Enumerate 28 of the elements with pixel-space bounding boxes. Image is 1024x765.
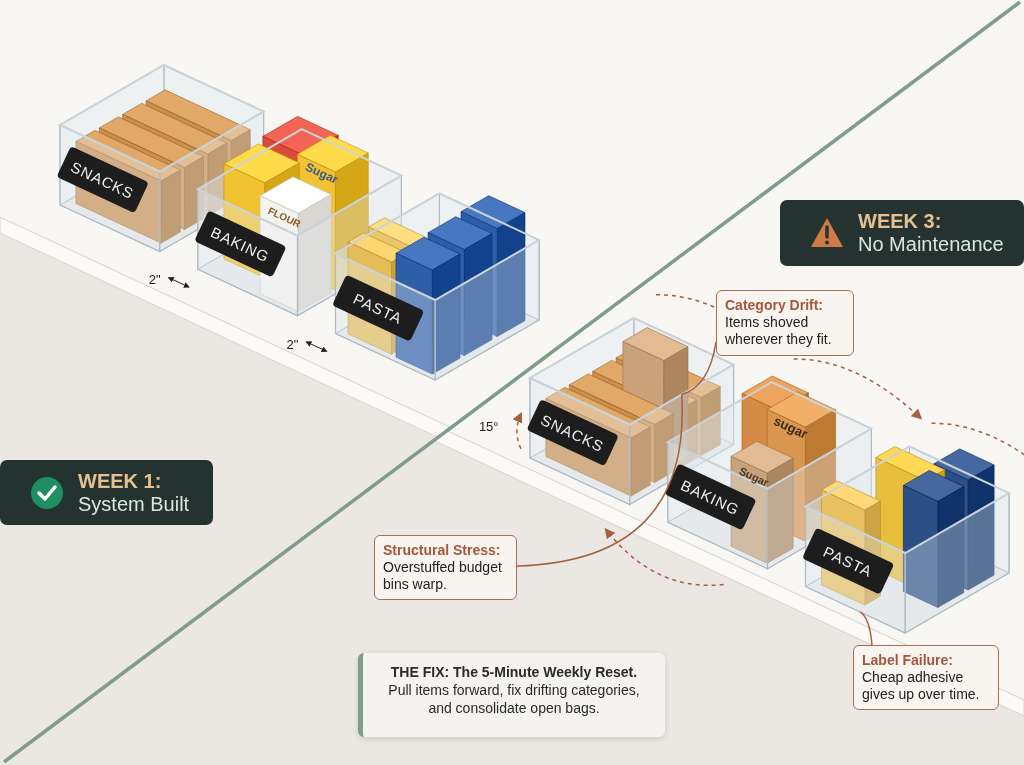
callout-text: Cheap adhesive gives up over time. — [862, 669, 981, 703]
badge-title: WEEK 3: — [858, 210, 943, 233]
package-label: Sugar — [303, 159, 341, 187]
callout-title: Structural Stress: — [383, 542, 502, 559]
tip-title: THE FIX: The 5-Minute Weekly Reset. — [389, 663, 639, 681]
leader-line — [680, 341, 717, 396]
angle-label: 15° — [478, 418, 499, 434]
callout-box — [716, 290, 854, 356]
callout-text: Items shoved wherever they fit. — [725, 314, 833, 348]
badge-title: WEEK 1: — [78, 469, 163, 493]
tip-box — [358, 653, 665, 737]
callout-box — [374, 535, 517, 600]
package-label: sugar — [771, 413, 810, 442]
dimension-label: 2" — [148, 272, 161, 288]
callout-title: Label Failure: — [862, 652, 955, 669]
badge-text: System Built — [78, 492, 190, 516]
callout-box — [853, 645, 999, 710]
callout-title: Category Drift: — [725, 297, 824, 314]
leader-line — [516, 393, 683, 567]
badge-text: No Maintenance — [858, 233, 1004, 256]
storage-bin-drawing — [802, 445, 1012, 635]
storage-bin-drawing — [332, 192, 542, 382]
tip-text: Pull items forward, fix drifting categories, and consolidate open bags. — [387, 681, 641, 717]
leader-line — [859, 611, 873, 646]
status-badge — [0, 460, 213, 525]
callout-text: Overstuffed budget bins warp. — [383, 559, 503, 593]
status-badge — [780, 200, 1024, 266]
dimension-label: 2" — [286, 336, 299, 352]
